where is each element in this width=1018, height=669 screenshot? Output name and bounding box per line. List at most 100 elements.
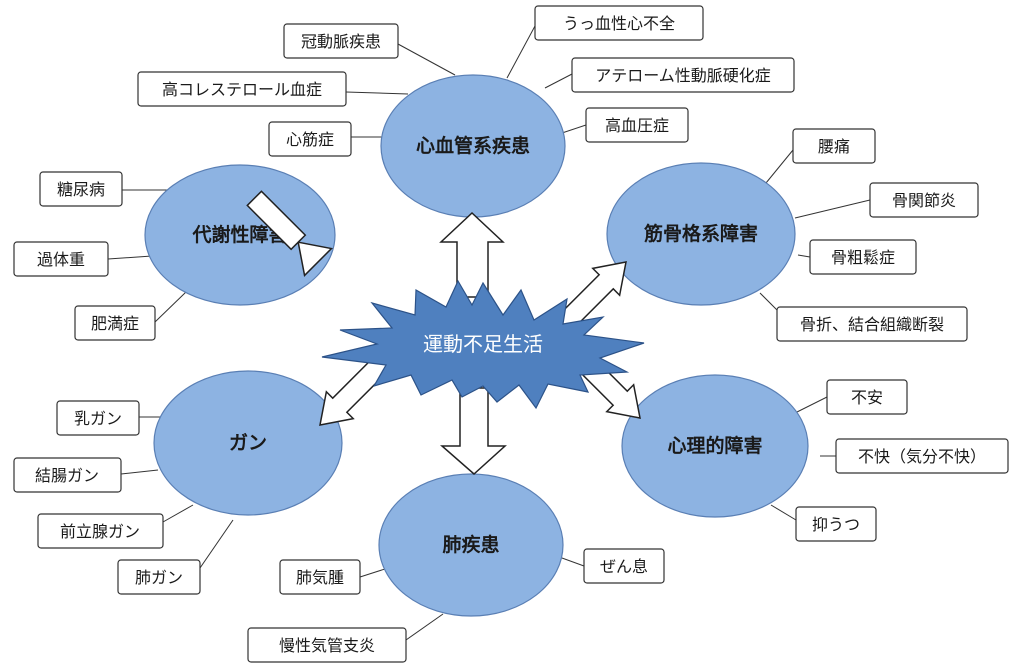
box-breast-cancer[interactable]: 乳ガン bbox=[56, 400, 140, 436]
box-prostate-cancer[interactable]: 前立腺ガン bbox=[37, 513, 164, 549]
category-node-musculo[interactable]: 筋骨格系障害 bbox=[606, 162, 796, 306]
box-frame bbox=[571, 57, 795, 93]
node-ellipse bbox=[606, 162, 796, 306]
box-label: 肺気腫 bbox=[296, 568, 344, 587]
burst-shape bbox=[321, 279, 645, 410]
box-colon-cancer[interactable]: 結腸ガン bbox=[13, 457, 122, 493]
box-asthma[interactable]: ぜん息 bbox=[583, 548, 665, 584]
box-frame bbox=[37, 513, 164, 549]
node-ellipse bbox=[144, 164, 336, 306]
box-frame bbox=[39, 171, 123, 207]
connector-line bbox=[759, 292, 778, 311]
box-label: 慢性気管支炎 bbox=[279, 636, 375, 655]
box-anxiety[interactable]: 不安 bbox=[826, 379, 908, 415]
box-frame bbox=[869, 182, 979, 218]
box-frame bbox=[826, 379, 908, 415]
box-frame bbox=[74, 305, 156, 341]
box-frame bbox=[585, 107, 689, 143]
box-label: 乳ガン bbox=[74, 409, 122, 428]
connector-line bbox=[154, 291, 187, 323]
box-low-back-pain[interactable]: 腰痛 bbox=[792, 128, 876, 164]
box-label: 冠動脈疾患 bbox=[301, 32, 381, 51]
box-label: 不安 bbox=[851, 388, 883, 407]
center-burst[interactable]: 運動不足生活 bbox=[321, 279, 645, 410]
box-congestive-heart-failure[interactable]: うっ血性心不全 bbox=[534, 5, 704, 41]
category-label: 心理的障害 bbox=[667, 434, 762, 457]
connector-line bbox=[359, 567, 389, 578]
box-frame bbox=[279, 559, 361, 595]
box-frame bbox=[283, 23, 399, 59]
connector-line bbox=[561, 124, 587, 134]
box-overweight[interactable]: 過体重 bbox=[13, 241, 109, 277]
box-hypertension[interactable]: 高血圧症 bbox=[585, 107, 689, 143]
box-label: 骨粗鬆症 bbox=[831, 248, 895, 267]
box-hypercholesterolemia[interactable]: 高コレステロール血症 bbox=[137, 71, 347, 107]
box-label: 高コレステロール血症 bbox=[162, 80, 322, 99]
connector-line bbox=[199, 519, 234, 569]
connector-line bbox=[397, 43, 456, 76]
box-label: うっ血性心不全 bbox=[563, 14, 675, 33]
box-dysphoria[interactable]: 不快（気分不快） bbox=[835, 438, 1009, 474]
box-frame bbox=[13, 241, 109, 277]
category-nodes: 心血管系疾患 代謝性障害 筋骨格系障害 ガン 心理的障害 肺疾患 bbox=[144, 74, 809, 617]
box-frame bbox=[13, 457, 122, 493]
category-label: ガン bbox=[229, 432, 267, 454]
connector-line bbox=[796, 396, 828, 413]
box-frame bbox=[792, 128, 876, 164]
category-label: 代謝性障害 bbox=[191, 223, 287, 246]
box-emphysema[interactable]: 肺気腫 bbox=[279, 559, 361, 595]
symptom-boxes: 冠動脈疾患 うっ血性心不全 高コレステロール血症 アテローム性動脈硬化症 心筋症… bbox=[13, 5, 1009, 663]
box-cardiomyopathy[interactable]: 心筋症 bbox=[268, 121, 352, 157]
box-frame bbox=[835, 438, 1009, 474]
box-coronary-artery-disease[interactable]: 冠動脈疾患 bbox=[283, 23, 399, 59]
arrow-to-lung bbox=[440, 387, 507, 476]
box-atherosclerosis[interactable]: アテローム性動脈硬化症 bbox=[571, 57, 795, 93]
center-label: 運動不足生活 bbox=[423, 332, 543, 356]
category-node-cancer[interactable]: ガン bbox=[153, 370, 343, 516]
box-depression[interactable]: 抑うつ bbox=[795, 506, 877, 542]
connector-line bbox=[770, 504, 797, 521]
box-obesity[interactable]: 肥満症 bbox=[74, 305, 156, 341]
box-fracture-connective-tissue-tear[interactable]: 骨折、結合組織断裂 bbox=[776, 306, 968, 342]
connector-line bbox=[120, 469, 159, 475]
arrow-to-cardio bbox=[439, 211, 505, 298]
box-label: ぜん息 bbox=[600, 557, 648, 576]
category-label: 肺疾患 bbox=[442, 533, 499, 556]
box-frame bbox=[776, 306, 968, 342]
box-label: 心筋症 bbox=[286, 130, 334, 149]
box-label: 前立腺ガン bbox=[60, 522, 140, 541]
box-frame bbox=[583, 548, 665, 584]
box-label: 骨関節炎 bbox=[892, 191, 956, 210]
connector-line bbox=[765, 149, 794, 184]
node-ellipse bbox=[621, 374, 809, 518]
arrow-to-metabolic bbox=[246, 190, 333, 277]
connector-line bbox=[797, 254, 811, 258]
box-frame bbox=[809, 239, 917, 275]
box-label: 骨折、結合組織断裂 bbox=[800, 315, 944, 334]
box-label: アテローム性動脈硬化症 bbox=[595, 66, 771, 85]
category-node-lung[interactable]: 肺疾患 bbox=[378, 473, 564, 617]
box-frame bbox=[117, 559, 201, 595]
box-label: 結腸ガン bbox=[35, 466, 99, 485]
box-osteoporosis[interactable]: 骨粗鬆症 bbox=[809, 239, 917, 275]
category-node-cardio[interactable]: 心血管系疾患 bbox=[380, 74, 566, 218]
category-node-metabolic[interactable]: 代謝性障害 bbox=[144, 164, 336, 306]
category-node-psych[interactable]: 心理的障害 bbox=[621, 374, 809, 518]
box-lung-cancer[interactable]: 肺ガン bbox=[117, 559, 201, 595]
box-frame bbox=[795, 506, 877, 542]
box-chronic-bronchitis[interactable]: 慢性気管支炎 bbox=[247, 627, 407, 663]
box-label: 過体重 bbox=[37, 250, 85, 269]
category-label: 筋骨格系障害 bbox=[644, 222, 758, 245]
direction-arrows bbox=[246, 190, 641, 476]
box-frame bbox=[56, 400, 140, 436]
box-label: 不快（気分不快） bbox=[858, 447, 986, 466]
connector-line bbox=[561, 557, 585, 567]
box-diabetes[interactable]: 糖尿病 bbox=[39, 171, 123, 207]
box-osteoarthritis[interactable]: 骨関節炎 bbox=[869, 182, 979, 218]
connector-line bbox=[405, 613, 444, 641]
connector-line bbox=[544, 73, 573, 89]
connector-line bbox=[162, 504, 194, 523]
category-label: 心血管系疾患 bbox=[416, 134, 530, 157]
box-label: 抑うつ bbox=[812, 515, 860, 534]
